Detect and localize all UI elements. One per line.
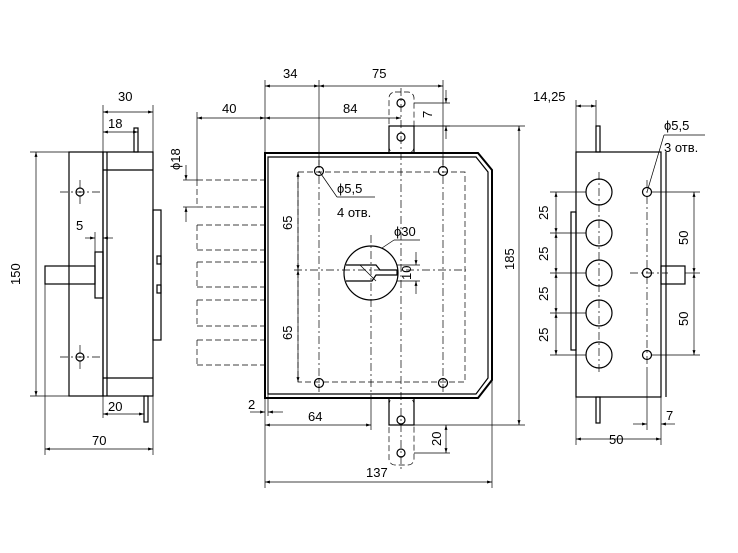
dim-front-64: 64: [308, 409, 322, 424]
side-spindle-hub: [94, 251, 104, 299]
dim-edge-25c: 25: [536, 287, 551, 301]
dim-edge-50a: 50: [676, 231, 691, 245]
edge-view: 14,25 ϕ5,5 3 отв. 25 25 25 25 50 50 7 50: [533, 89, 705, 447]
side-body-main: [68, 151, 104, 397]
dim-front-185: 185: [502, 248, 517, 270]
dim-front-34: 34: [283, 66, 297, 81]
dim-front-phi30: ϕ30: [394, 224, 416, 239]
dim-front-holes4: 4 отв.: [337, 205, 371, 220]
dim-side-30: 30: [118, 89, 132, 104]
dim-side-150: 150: [8, 263, 23, 285]
dim-edge-1425: 14,25: [533, 89, 566, 104]
front-view: 34 75 40 84 7 ϕ5,5 4 отв. 65 65 ϕ30 10: [196, 66, 525, 488]
dim-edge-holes3: 3 отв.: [664, 140, 698, 155]
side-cover: [152, 209, 162, 341]
dim-front-10: 10: [399, 266, 414, 280]
dim-edge-7: 7: [666, 408, 673, 423]
dim-front-65b: 65: [280, 326, 295, 340]
bolts: ϕ18: [168, 148, 265, 366]
dim-side-70: 70: [92, 433, 106, 448]
dim-front-phi55: ϕ5,5: [337, 181, 362, 196]
dim-front-75: 75: [372, 66, 386, 81]
dim-side-20: 20: [108, 399, 122, 414]
dim-edge-25b: 25: [536, 247, 551, 261]
edge-bottom-tab: [595, 396, 601, 424]
dim-front-7: 7: [420, 111, 435, 118]
front-hole-pattern: [297, 171, 466, 383]
front-top-tab: [388, 125, 415, 154]
dim-edge-25d: 25: [536, 328, 551, 342]
dim-edge-25a: 25: [536, 206, 551, 220]
edge-top-tab: [595, 125, 601, 153]
front-bottom-tab: [388, 397, 415, 426]
side-view: 30 18 5 150 20 70: [8, 89, 162, 455]
dim-front-137: 137: [366, 465, 388, 480]
dim-edge-phi55: ϕ5,5: [664, 118, 689, 133]
dim-phi18: ϕ18: [168, 148, 183, 170]
side-body-rear: [102, 151, 154, 397]
side-bottom-tab: [143, 395, 149, 423]
dim-front-84: 84: [343, 101, 357, 116]
front-top-tab-outline: [388, 91, 415, 154]
front-bottom-tab-outline: [388, 397, 415, 466]
edge-spindle: [660, 265, 686, 285]
dim-side-5: 5: [76, 218, 83, 233]
edge-cover: [570, 211, 577, 351]
side-top-tab: [133, 127, 139, 153]
dim-front-20: 20: [429, 432, 444, 446]
dim-front-2: 2: [248, 397, 255, 412]
dim-side-18: 18: [108, 116, 122, 131]
dim-front-65a: 65: [280, 216, 295, 230]
front-key-slot: [346, 264, 398, 282]
dim-edge-50: 50: [609, 432, 623, 447]
dim-front-40: 40: [222, 101, 236, 116]
dim-edge-50b: 50: [676, 312, 691, 326]
side-spindle: [44, 265, 96, 285]
